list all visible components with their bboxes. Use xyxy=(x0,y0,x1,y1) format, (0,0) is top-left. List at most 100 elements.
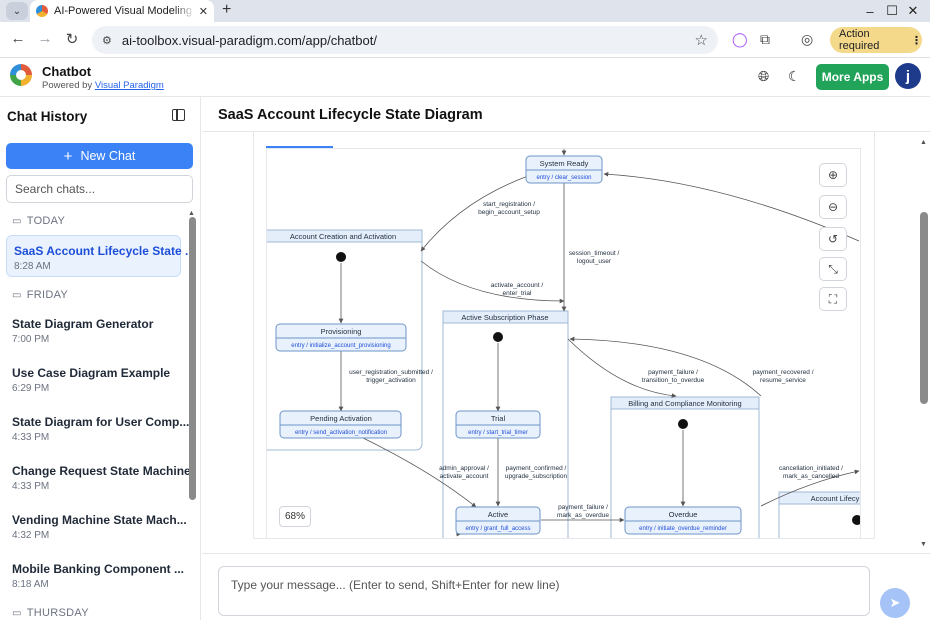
address-bar[interactable]: ⚙ ai-toolbox.visual-paradigm.com/app/cha… xyxy=(92,26,718,54)
send-button[interactable]: ➤ xyxy=(880,588,910,618)
main-scrollbar[interactable] xyxy=(920,212,928,404)
sidebar-scrollbar[interactable] xyxy=(189,217,196,500)
chat-title: Change Request State Machine xyxy=(12,464,191,478)
close-window-icon[interactable]: ✕ xyxy=(907,3,919,18)
chat-item[interactable]: Mobile Banking Component ... 8:18 AM xyxy=(0,552,190,601)
transition-label-payment-failure-1: payment_failure / transition_to_overdue xyxy=(642,369,705,384)
transition-label-payment-recovered: payment_recovered / resume_service xyxy=(752,369,813,384)
dark-mode-icon[interactable]: ☾ xyxy=(788,68,801,84)
scroll-up-icon[interactable]: ▲ xyxy=(920,139,927,146)
svg-text:payment_failure /: payment_failure / xyxy=(648,369,698,376)
section-label: THURSDAY xyxy=(26,607,89,619)
star-icon[interactable]: ☆ xyxy=(694,32,708,49)
chat-time: 4:33 PM xyxy=(12,432,50,443)
state-action: entry / clear_session xyxy=(536,175,591,181)
state-provisioning: Provisioning entry / initialize_account_… xyxy=(275,323,407,352)
transition-label-payment-failure-2: payment_failure / mark_as_overdue xyxy=(557,504,609,519)
globe-icon[interactable]: 🌐︎ xyxy=(758,68,770,84)
divider xyxy=(202,131,930,132)
chat-time: 7:00 PM xyxy=(12,334,50,345)
new-tab-button[interactable]: + xyxy=(222,1,232,18)
chat-item[interactable]: Change Request State Machine 4:33 PM xyxy=(0,454,191,503)
svg-text:activate_account: activate_account xyxy=(440,473,489,480)
svg-text:resume_service: resume_service xyxy=(760,377,806,384)
visual-paradigm-logo-icon xyxy=(10,64,32,86)
minimize-icon[interactable]: – xyxy=(866,3,874,19)
reload-icon[interactable]: ↻ xyxy=(65,31,79,48)
chat-title: SaaS Account Lifecycle State ... xyxy=(14,244,195,258)
maximize-icon[interactable]: ☐ xyxy=(886,3,898,18)
chat-title: Vending Machine State Mach... xyxy=(12,513,187,527)
section-header-friday: ▭ FRIDAY xyxy=(0,283,190,307)
chat-item[interactable]: State Diagram for User Comp... 4:33 PM xyxy=(0,405,190,454)
visual-paradigm-link[interactable]: Visual Paradigm xyxy=(94,80,164,91)
transition-label-start-registration: start_registration / begin_account_setup xyxy=(478,201,540,216)
state-name: Trial xyxy=(491,414,506,423)
chat-item[interactable]: State Diagram Generator 7:00 PM xyxy=(0,307,190,356)
svg-text:cancellation_initiated /: cancellation_initiated / xyxy=(779,465,843,472)
tab-close-icon[interactable]: ✕ xyxy=(198,5,208,18)
chat-history-list: ▭ TODAY SaaS Account Lifecycle State ...… xyxy=(0,209,195,620)
transition-label-user-registration: user_registration_submitted / trigger_ac… xyxy=(349,369,433,384)
action-required-label: Action required xyxy=(839,28,880,52)
state-action: entry / send_activation_notification xyxy=(295,430,387,436)
url-text: ai-toolbox.visual-paradigm.com/app/chatb… xyxy=(121,32,377,48)
browser-tab-bar: ⌄ AI-Powered Visual Modeling Ch ✕ + – ☐ … xyxy=(0,0,930,22)
chat-title: Mobile Banking Component ... xyxy=(12,562,184,576)
chat-item-active[interactable]: SaaS Account Lifecycle State ... 8:28 AM xyxy=(6,235,195,277)
svg-text:mark_as_overdue: mark_as_overdue xyxy=(557,512,609,519)
section-header-today: ▭ TODAY xyxy=(0,209,190,233)
zoom-out-icon[interactable]: ⊖ xyxy=(819,195,847,219)
profile-icon[interactable]: ◎ xyxy=(801,31,814,47)
composite-lifecycle-label: Account Lifecy xyxy=(811,494,860,503)
state-diagram: Account Creation and Activation Active S… xyxy=(267,149,860,538)
puzzle-icon[interactable]: ⧉ xyxy=(760,31,770,47)
state-name: Active xyxy=(488,510,508,519)
svg-text:payment_confirmed /: payment_confirmed / xyxy=(506,465,567,472)
site-info-icon[interactable]: ⚙ xyxy=(102,34,112,47)
more-apps-button[interactable]: More Apps xyxy=(816,64,889,90)
new-chat-label: New Chat xyxy=(80,149,136,163)
svg-text:transition_to_overdue: transition_to_overdue xyxy=(642,377,705,384)
reset-view-icon[interactable]: ↺ xyxy=(819,227,847,251)
fit-to-screen-icon[interactable]: ⤡ xyxy=(819,257,847,281)
browser-tab-active[interactable]: AI-Powered Visual Modeling Ch ✕ xyxy=(30,0,214,22)
tab-diagram-active-indicator[interactable] xyxy=(266,146,333,148)
diagram-canvas[interactable]: Account Creation and Activation Active S… xyxy=(266,148,861,539)
new-chat-button[interactable]: + New Chat xyxy=(6,143,193,169)
initial-state-lifecycle xyxy=(852,515,860,525)
extension-icon[interactable]: ◯ xyxy=(732,31,748,47)
state-pending-activation: Pending Activation entry / send_activati… xyxy=(279,410,402,439)
state-name: System Ready xyxy=(540,159,589,168)
page-title: SaaS Account Lifecycle State Diagram xyxy=(218,107,483,123)
action-required-button[interactable]: Action required ⋮ xyxy=(830,27,922,53)
svg-text:user_registration_submitted /: user_registration_submitted / xyxy=(349,369,433,376)
fullscreen-icon[interactable]: ⛶ xyxy=(819,287,847,311)
chat-item[interactable]: Vending Machine State Mach... 4:32 PM xyxy=(0,503,190,552)
state-action: entry / initiate_overdue_reminder xyxy=(639,526,727,532)
powered-by: Powered by Visual Paradigm xyxy=(42,80,164,91)
scroll-down-icon[interactable]: ▼ xyxy=(920,541,927,548)
back-icon[interactable]: ← xyxy=(10,30,26,47)
chat-history-sidebar: Chat History + New Chat ▭ TODAY SaaS Acc… xyxy=(0,97,201,620)
state-action: entry / start_trial_timer xyxy=(468,430,528,436)
user-avatar[interactable]: j xyxy=(895,63,921,89)
composite-billing-label: Billing and Compliance Monitoring xyxy=(628,399,741,408)
scroll-up-icon[interactable]: ▲ xyxy=(188,210,195,217)
search-chats-input[interactable] xyxy=(6,175,193,203)
state-name: Provisioning xyxy=(321,327,362,336)
app-title: Chatbot xyxy=(42,64,92,79)
sidebar-toggle-icon[interactable] xyxy=(172,109,185,121)
initial-state-creation xyxy=(336,252,346,262)
chat-item[interactable]: Use Case Diagram Example 6:29 PM xyxy=(0,356,190,405)
section-label: TODAY xyxy=(26,215,66,227)
svg-text:payment_recovered /: payment_recovered / xyxy=(752,369,813,376)
tab-switcher-icon[interactable]: ⌄ xyxy=(6,2,28,20)
menu-icon[interactable]: ⋮ xyxy=(911,34,922,47)
svg-text:trigger_activation: trigger_activation xyxy=(366,377,416,384)
svg-text:start_registration /: start_registration / xyxy=(483,201,535,208)
forward-icon[interactable]: → xyxy=(37,30,53,47)
zoom-in-icon[interactable]: ⊕ xyxy=(819,163,847,187)
message-input[interactable] xyxy=(218,566,870,616)
composite-creation-label: Account Creation and Activation xyxy=(290,232,396,241)
